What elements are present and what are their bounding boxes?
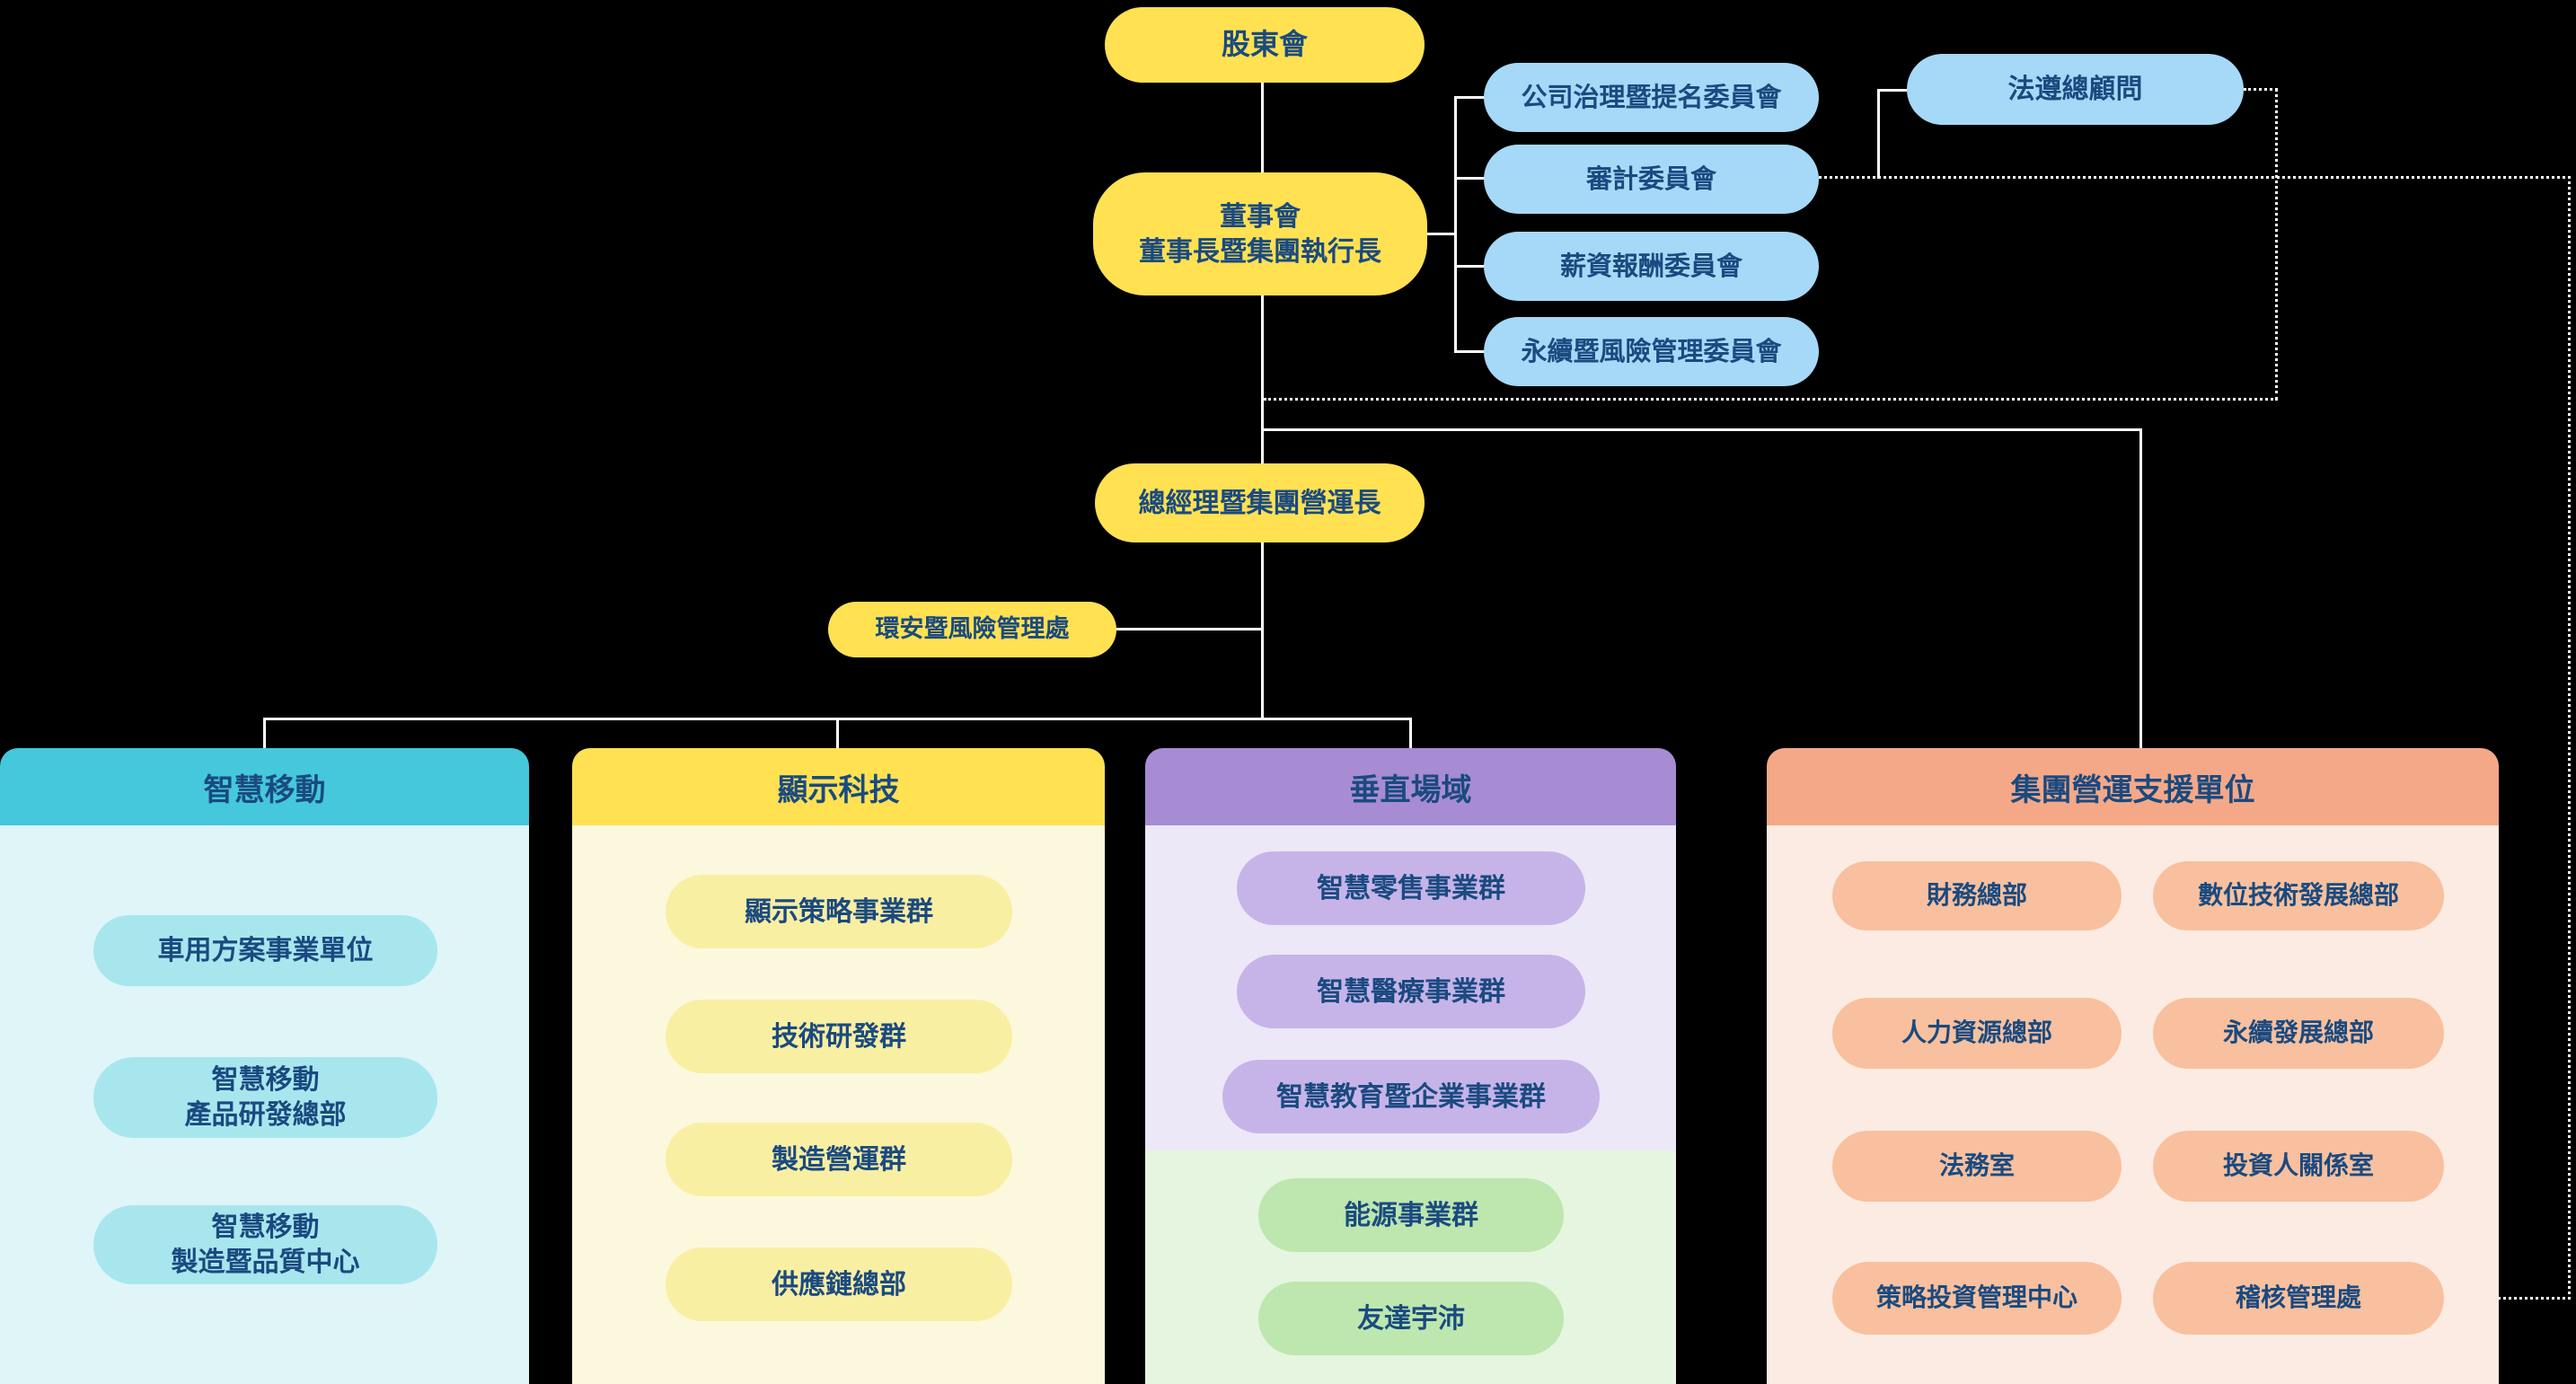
connector-stub-vertical-domains	[1409, 718, 1412, 750]
dotted-to-audit-office	[2444, 1297, 2571, 1300]
dotted-audit-to-right-edge	[1819, 176, 2571, 179]
node-president-coo: 總經理暨集團營運長	[1095, 463, 1425, 542]
node-smart-edu-enterprise-bg: 智慧教育暨企業事業群	[1222, 1060, 1600, 1133]
node-chief-compliance: 法遵總顧問	[1907, 54, 2244, 125]
group-display-tech: 顯示科技 顯示策略事業群 技術研發群 製造營運群 供應鏈總部	[572, 748, 1105, 1384]
connector-ehs	[1116, 628, 1263, 630]
node-energy-bg: 能源事業群	[1258, 1178, 1564, 1252]
node-sm-mfg-quality: 智慧移動 製造暨品質中心	[93, 1205, 437, 1284]
dotted-compliance-return	[1264, 398, 2278, 401]
dotted-compliance-right	[2244, 88, 2278, 91]
group-support-units-header: 集團營運支援單位	[1767, 748, 2499, 825]
connector-support-branch-v	[2139, 428, 2142, 750]
node-smart-retail-bg: 智慧零售事業群	[1237, 851, 1585, 925]
connector-compliance-horizontal	[1877, 89, 1909, 92]
group-smart-mobility: 智慧移動 車用方案事業單位 智慧移動 產品研發總部 智慧移動 製造暨品質中心	[0, 748, 529, 1384]
group-display-tech-header: 顯示科技	[572, 748, 1105, 825]
node-board: 董事會 董事長暨集團執行長	[1093, 172, 1427, 295]
node-display-strategy-bg: 顯示策略事業群	[666, 875, 1012, 948]
connector-stub-display-tech	[836, 718, 839, 750]
node-tech-rd-group: 技術研發群	[666, 1000, 1012, 1073]
node-legal-office: 法務室	[1832, 1131, 2122, 1202]
group-smart-mobility-header: 智慧移動	[0, 748, 529, 825]
node-auo-envirotech: 友達宇沛	[1258, 1282, 1564, 1355]
connector-stub-smart-mobility	[263, 718, 266, 750]
node-audit-office: 稽核管理處	[2153, 1262, 2444, 1335]
node-investor-relations: 投資人關係室	[2153, 1131, 2444, 1202]
node-committee-audit: 審計委員會	[1484, 145, 1819, 214]
connector-stub-committee-governance	[1454, 96, 1486, 99]
node-committee-governance: 公司治理暨提名委員會	[1484, 63, 1819, 132]
node-smart-medical-bg: 智慧醫療事業群	[1237, 955, 1585, 1028]
node-hr-hq: 人力資源總部	[1832, 998, 2122, 1069]
node-committee-compensation: 薪資報酬委員會	[1484, 232, 1819, 301]
group-support-units: 集團營運支援單位 財務總部 數位技術發展總部 人力資源總部 永續發展總部 法務室…	[1767, 748, 2499, 1384]
connector-stub-committee-audit	[1454, 177, 1486, 180]
connector-stub-committee-compensation	[1454, 265, 1486, 268]
node-committee-esg-risk: 永續暨風險管理委員會	[1484, 317, 1819, 386]
connector-compliance-vertical	[1877, 89, 1880, 179]
connector-stub-committee-esg-risk	[1454, 350, 1486, 353]
connector-support-branch-h	[1261, 428, 2142, 431]
group-vertical-domains-header: 垂直場域	[1145, 748, 1676, 825]
connector-board-bracket-stem	[1427, 233, 1457, 235]
node-automotive-bu: 車用方案事業單位	[93, 915, 437, 986]
node-finance-hq: 財務總部	[1832, 861, 2122, 930]
node-ehs-risk-office: 環安暨風險管理處	[828, 602, 1116, 657]
node-mfg-ops-group: 製造營運群	[666, 1123, 1012, 1196]
node-strategic-investment-center: 策略投資管理中心	[1832, 1262, 2122, 1335]
connector-board-coo	[1261, 295, 1264, 465]
node-digital-tech-hq: 數位技術發展總部	[2153, 861, 2444, 930]
connector-bracket-vertical	[1454, 96, 1457, 353]
node-supply-chain-hq: 供應鏈總部	[666, 1247, 1012, 1321]
connector-coo-down	[1261, 541, 1264, 720]
dotted-right-edge-vertical	[2568, 176, 2571, 1300]
node-sustainability-hq: 永續發展總部	[2153, 998, 2444, 1069]
dotted-compliance-vertical	[2275, 88, 2278, 401]
connector-shareholders-board	[1261, 81, 1264, 172]
group-vertical-domains: 垂直場域 智慧零售事業群 智慧醫療事業群 智慧教育暨企業事業群 能源事業群 友達…	[1145, 748, 1676, 1384]
node-shareholders: 股東會	[1105, 7, 1425, 83]
node-sm-rd-hq: 智慧移動 產品研發總部	[93, 1057, 437, 1138]
